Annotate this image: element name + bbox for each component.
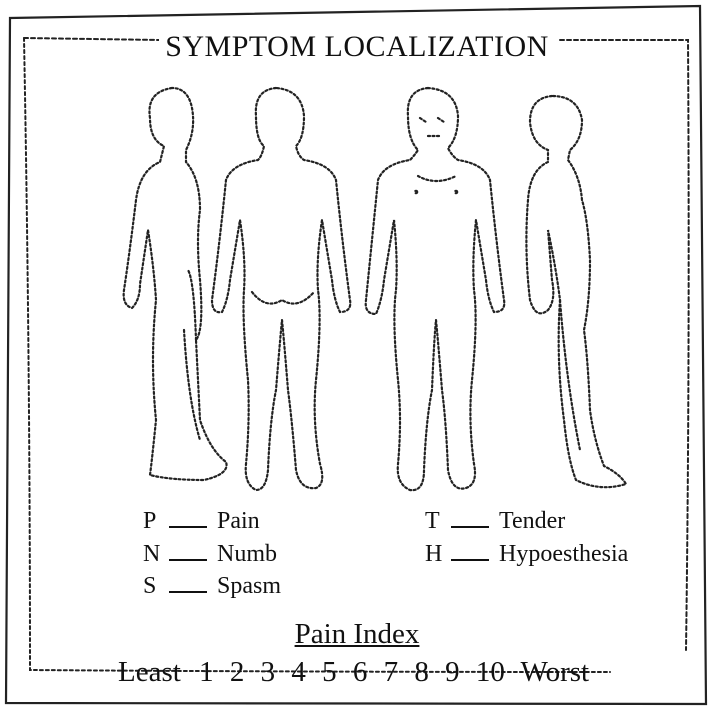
pain-blank[interactable] xyxy=(169,526,207,528)
scale-3[interactable]: 3 xyxy=(261,656,276,688)
spasm-blank[interactable] xyxy=(169,591,207,593)
worst-label: Worst xyxy=(521,656,590,688)
scale-4[interactable]: 4 xyxy=(291,656,306,688)
tender-blank[interactable] xyxy=(451,526,489,528)
hypoesthesia-blank[interactable] xyxy=(451,559,489,561)
body-figure-side-left xyxy=(124,88,227,480)
scale-8[interactable]: 8 xyxy=(414,656,429,688)
scale-2[interactable]: 2 xyxy=(230,656,245,688)
body-figure-front xyxy=(366,88,505,490)
numb-blank[interactable] xyxy=(169,559,207,561)
scale-10[interactable]: 10 xyxy=(476,656,505,688)
pain-index-title: Pain Index xyxy=(0,618,714,651)
scale-9[interactable]: 9 xyxy=(445,656,460,688)
scale-5[interactable]: 5 xyxy=(322,656,337,688)
pain-index-scale: Least 1 2 3 4 5 6 7 8 9 10 Worst xyxy=(118,656,600,689)
body-figure-back xyxy=(212,88,350,490)
scale-7[interactable]: 7 xyxy=(384,656,399,688)
body-figure-side-right xyxy=(526,96,626,487)
scale-1[interactable]: 1 xyxy=(199,656,214,688)
least-label: Least xyxy=(118,656,181,688)
scale-6[interactable]: 6 xyxy=(353,656,368,688)
